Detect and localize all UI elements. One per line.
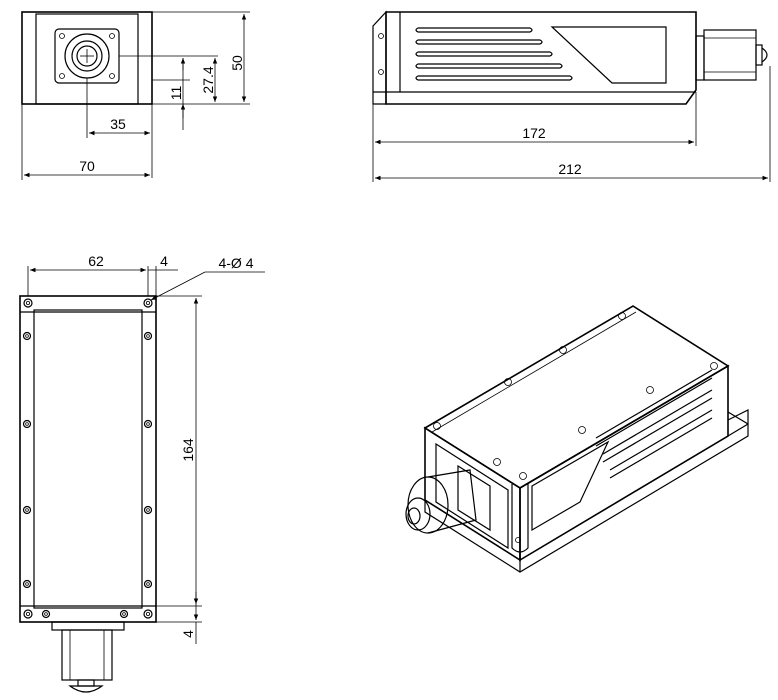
- side-end-flange: [372, 10, 387, 105]
- top-body-outline: [19, 295, 157, 623]
- fiber-connector-flange: [54, 28, 120, 84]
- side-label-panel: [550, 26, 667, 84]
- front-view: 50 27.4 11 35 70: [21, 11, 250, 180]
- dim-label-4-bottom: 4: [180, 630, 196, 638]
- hole-callout-label: 4-Ø 4: [218, 255, 253, 271]
- dim-label-50: 50: [229, 55, 245, 71]
- dim-label-35: 35: [110, 116, 126, 132]
- side-view: 172 212: [372, 10, 771, 182]
- mounting-holes: [23, 298, 153, 619]
- dim-label-70: 70: [79, 158, 95, 174]
- dim-label-11: 11: [168, 86, 184, 101]
- iso-side-vents: [595, 369, 713, 479]
- dim-label-27-4: 27.4: [200, 66, 216, 93]
- side-body-outline: [385, 11, 697, 105]
- top-body-inner: [33, 309, 143, 609]
- dim-label-164: 164: [180, 438, 196, 462]
- cover-screws: [22, 331, 153, 619]
- dim-label-62: 62: [88, 253, 104, 269]
- side-vents: [415, 27, 573, 81]
- dim-label-212: 212: [558, 161, 582, 177]
- isometric-view: [405, 305, 749, 573]
- iso-side-face: [519, 364, 729, 562]
- top-fiber-connector: [51, 621, 125, 693]
- iso-base-flange: [424, 411, 749, 573]
- top-view: 62 4 4-Ø 4 164 4: [19, 253, 265, 693]
- iso-fiber-connector: [405, 464, 491, 534]
- side-fiber-connector: [695, 29, 768, 81]
- iso-label-panel: [531, 440, 610, 532]
- dim-label-172: 172: [522, 125, 546, 141]
- dim-label-4-top: 4: [160, 253, 168, 269]
